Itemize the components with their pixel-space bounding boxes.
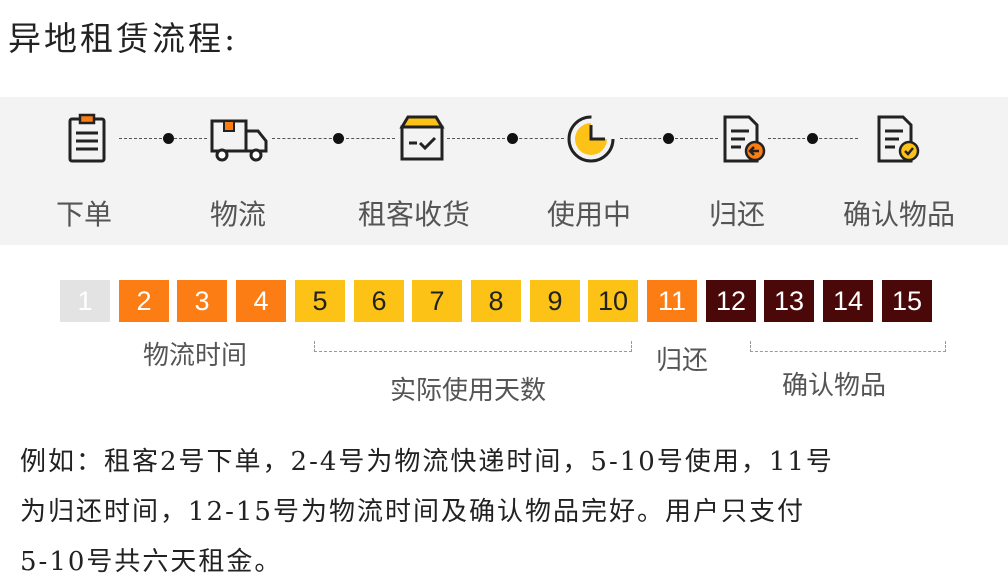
step-label-return: 归还 — [708, 198, 765, 231]
page-title: 异地租赁流程: — [8, 19, 239, 58]
flow-connector — [514, 138, 564, 139]
received-box-icon — [394, 111, 450, 167]
group-label-usage: 实际使用天数 — [390, 376, 547, 406]
in-use-clock-icon — [563, 111, 619, 167]
flow-dot — [806, 133, 818, 144]
example-note: 例如：租客2号下单，2-4号为物流快递时间，5-10号使用，11号 为归还时间，… — [20, 437, 1000, 587]
confirm-bracket — [750, 341, 946, 352]
note-line: 为归还时间，12-15号为物流时间及确认物品完好。用户只支付 — [20, 497, 805, 527]
day-box: 13 — [764, 280, 814, 322]
confirm-document-icon — [869, 111, 925, 167]
note-line: 例如：租客2号下单，2-4号为物流快递时间，5-10号使用，11号 — [20, 447, 834, 477]
group-label-return: 归还 — [656, 346, 709, 376]
usage-bracket — [314, 341, 632, 352]
flow-connector — [174, 138, 207, 139]
day-box: 3 — [177, 280, 227, 322]
flow-connector — [670, 138, 718, 139]
flow-connector — [272, 138, 337, 139]
step-label-logistics: 物流 — [209, 198, 266, 231]
flow-dot — [162, 133, 174, 144]
day-box: 6 — [354, 280, 404, 322]
note-line: 5-10号共六天租金。 — [20, 547, 283, 577]
step-label-order: 下单 — [55, 198, 112, 231]
day-box: 1 — [60, 280, 110, 322]
group-label-confirm: 确认物品 — [782, 371, 887, 401]
day-box: 10 — [588, 280, 638, 322]
flow-connector — [768, 138, 810, 139]
day-box: 4 — [236, 280, 286, 322]
clipboard-icon — [61, 111, 117, 167]
process-flow: 下单 物流 租客收货 使用中 归还 确认物品 — [0, 97, 1008, 245]
day-box: 2 — [119, 280, 169, 322]
flow-connector — [447, 138, 510, 139]
day-box: 14 — [823, 280, 873, 322]
day-box: 11 — [647, 280, 697, 322]
flow-dot — [662, 133, 674, 144]
day-box: 15 — [882, 280, 932, 322]
return-document-icon — [715, 111, 771, 167]
day-box: 5 — [295, 280, 345, 322]
step-label-in-use: 使用中 — [546, 198, 631, 231]
flow-dot — [506, 133, 518, 144]
day-box: 8 — [471, 280, 521, 322]
delivery-truck-icon — [210, 111, 268, 167]
step-label-confirm: 确认物品 — [842, 198, 955, 231]
flow-connector — [620, 138, 666, 139]
day-box: 7 — [412, 280, 462, 322]
step-label-received: 租客收货 — [357, 198, 470, 231]
day-box: 9 — [530, 280, 580, 322]
group-label-logistics: 物流时间 — [143, 341, 248, 371]
flow-connector — [814, 138, 858, 139]
flow-connector — [119, 138, 172, 139]
flow-dot — [332, 133, 344, 144]
flow-connector — [341, 138, 395, 139]
day-box: 12 — [706, 280, 756, 322]
